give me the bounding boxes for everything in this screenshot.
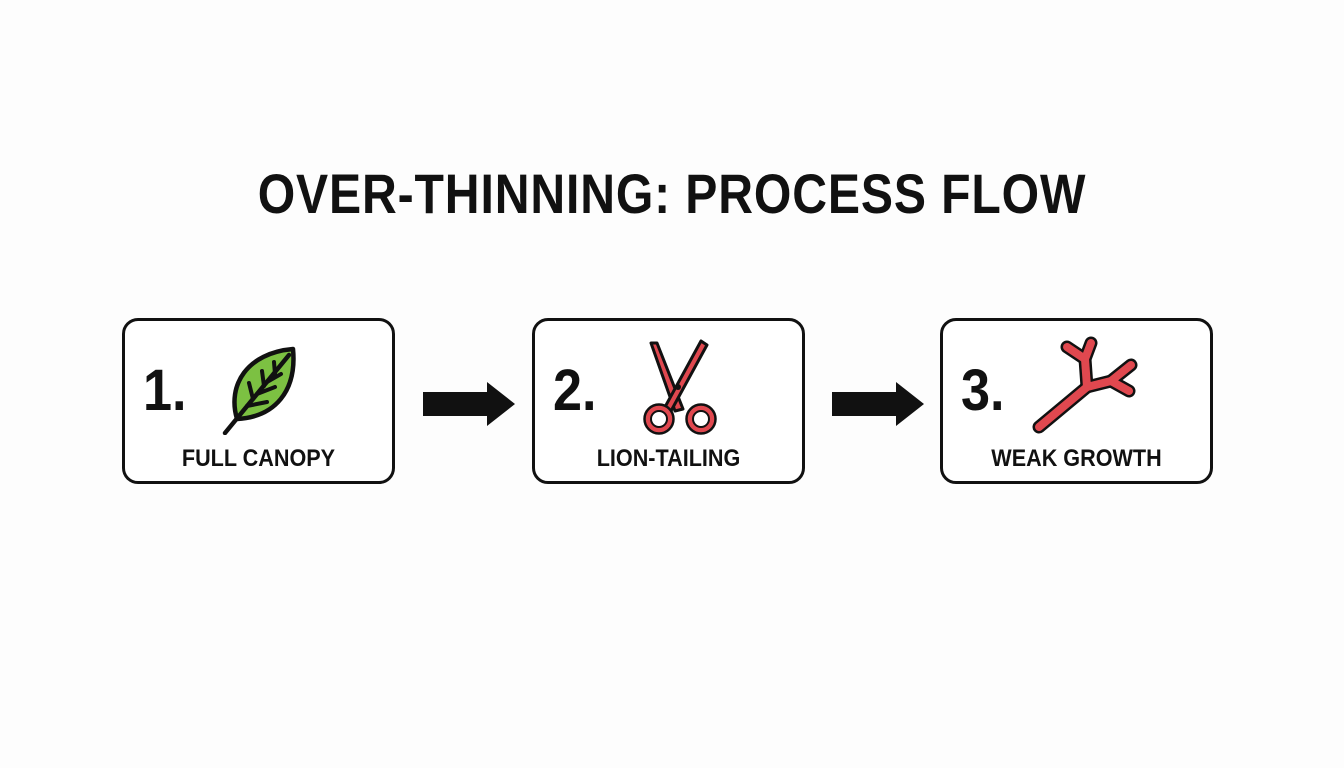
step-label: FULL CANOPY	[181, 445, 336, 472]
arrow-right-icon	[832, 382, 924, 426]
step-box-2: 2. LION-TAILING	[532, 318, 805, 484]
step-label: WEAK GROWTH	[991, 445, 1162, 472]
step-box-3: 3. WEAK GROWTH	[940, 318, 1213, 484]
scissors-icon	[643, 339, 717, 435]
step-number: 3.	[961, 358, 1005, 423]
step-number: 1.	[143, 358, 187, 423]
arrow-right-icon	[423, 382, 515, 426]
step-label: LION-TAILING	[596, 445, 741, 472]
diagram-title: OVER-THINNING: PROCESS FLOW	[257, 162, 1087, 225]
step-number: 2.	[553, 358, 597, 423]
leaf-icon	[222, 346, 296, 435]
step-box-1: 1. FULL CANOPY	[122, 318, 395, 484]
branch-icon	[1032, 336, 1138, 434]
